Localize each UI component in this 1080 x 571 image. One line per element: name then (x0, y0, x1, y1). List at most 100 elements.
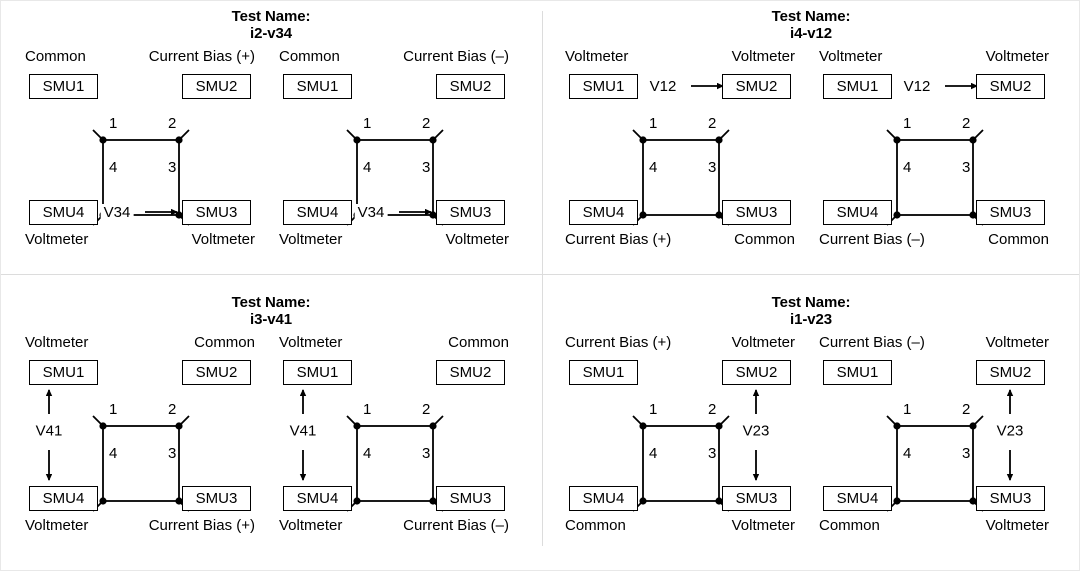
node-number-3: 3 (708, 159, 717, 176)
panel-title-line2: i3-v41 (250, 311, 292, 328)
smu-box-2[interactable]: SMU2 (976, 74, 1045, 99)
node-number-2: 2 (422, 401, 431, 418)
smu-box-2[interactable]: SMU2 (436, 74, 505, 99)
measurement-label: V34 (100, 204, 134, 221)
contact-dot-3 (715, 497, 723, 505)
contact-dot-2 (715, 422, 723, 430)
contact-dot-3 (429, 497, 437, 505)
smu-box-4[interactable]: SMU4 (29, 486, 98, 511)
measurement-label: V12 (646, 78, 680, 95)
smu-box-1[interactable]: SMU1 (569, 74, 638, 99)
smu-box-1[interactable]: SMU1 (283, 74, 352, 99)
caption-top-left: Common (25, 48, 86, 65)
smu-box-4[interactable]: SMU4 (283, 486, 352, 511)
smu-box-4[interactable]: SMU4 (823, 486, 892, 511)
contact-dot-3 (715, 211, 723, 219)
smu-box-3[interactable]: SMU3 (436, 486, 505, 511)
caption-top-right: Voltmeter (731, 48, 795, 65)
contact-dot-1 (893, 422, 901, 430)
contact-dot-4 (639, 211, 647, 219)
contact-dot-1 (893, 136, 901, 144)
smu-box-3[interactable]: SMU3 (722, 200, 791, 225)
caption-top-left: Current Bias (–) (819, 334, 925, 351)
contact-dot-2 (175, 422, 183, 430)
contact-dot-1 (99, 422, 107, 430)
caption-bottom-right: Common (988, 231, 1049, 248)
smu-box-2[interactable]: SMU2 (722, 360, 791, 385)
caption-top-right: Voltmeter (985, 334, 1049, 351)
contact-dot-4 (99, 497, 107, 505)
caption-bottom-left: Common (565, 517, 626, 534)
smu-box-4[interactable]: SMU4 (569, 486, 638, 511)
contact-dot-3 (175, 497, 183, 505)
contact-dot-4 (353, 497, 361, 505)
caption-top-left: Voltmeter (565, 48, 629, 65)
panel-title-line2: i4-v12 (790, 25, 832, 42)
smu-box-2[interactable]: SMU2 (436, 360, 505, 385)
node-number-2: 2 (168, 401, 177, 418)
smu-box-2[interactable]: SMU2 (976, 360, 1045, 385)
node-number-4: 4 (109, 159, 118, 176)
caption-bottom-left: Current Bias (–) (819, 231, 925, 248)
smu-box-2[interactable]: SMU2 (182, 360, 251, 385)
panel-divider-vertical (542, 11, 543, 546)
node-number-4: 4 (363, 445, 372, 462)
panel-title-line1: Test Name: (771, 294, 851, 311)
caption-top-right: Voltmeter (985, 48, 1049, 65)
smu-box-4[interactable]: SMU4 (283, 200, 352, 225)
smu-box-3[interactable]: SMU3 (182, 486, 251, 511)
caption-top-left: Common (279, 48, 340, 65)
smu-box-4[interactable]: SMU4 (29, 200, 98, 225)
contact-dot-2 (969, 136, 977, 144)
smu-box-1[interactable]: SMU1 (823, 74, 892, 99)
smu-box-3[interactable]: SMU3 (722, 486, 791, 511)
contact-dot-2 (175, 136, 183, 144)
node-number-2: 2 (962, 401, 971, 418)
contact-dot-1 (639, 136, 647, 144)
node-number-1: 1 (649, 401, 658, 418)
node-number-3: 3 (168, 445, 177, 462)
panel-title-line2: i1-v23 (790, 311, 832, 328)
panel-title: Test Name:i4-v12 (541, 8, 1079, 42)
measurement-label: V41 (32, 422, 66, 440)
smu-box-3[interactable]: SMU3 (976, 486, 1045, 511)
contact-dot-1 (353, 422, 361, 430)
measurement-arrow (45, 389, 53, 481)
caption-top-right: Common (194, 334, 255, 351)
node-number-3: 3 (422, 159, 431, 176)
measurement-label: V41 (286, 422, 320, 440)
node-number-2: 2 (708, 115, 717, 132)
smu-box-4[interactable]: SMU4 (569, 200, 638, 225)
caption-bottom-left: Common (819, 517, 880, 534)
contact-dot-1 (99, 136, 107, 144)
smu-box-3[interactable]: SMU3 (436, 200, 505, 225)
node-number-2: 2 (962, 115, 971, 132)
contact-dot-3 (969, 497, 977, 505)
caption-bottom-right: Voltmeter (985, 517, 1049, 534)
measurement-arrow (752, 389, 760, 481)
smu-box-1[interactable]: SMU1 (283, 360, 352, 385)
caption-top-right: Current Bias (+) (148, 48, 255, 65)
smu-box-3[interactable]: SMU3 (182, 200, 251, 225)
caption-top-left: Voltmeter (25, 334, 89, 351)
smu-box-2[interactable]: SMU2 (722, 74, 791, 99)
smu-box-2[interactable]: SMU2 (182, 74, 251, 99)
smu-box-1[interactable]: SMU1 (569, 360, 638, 385)
smu-box-4[interactable]: SMU4 (823, 200, 892, 225)
contact-dot-2 (429, 422, 437, 430)
contact-dot-2 (969, 422, 977, 430)
smu-box-1[interactable]: SMU1 (823, 360, 892, 385)
panel-title: Test Name:i3-v41 (1, 294, 541, 328)
panel-title-line2: i2-v34 (250, 25, 292, 42)
sample-wiring (886, 129, 984, 226)
caption-bottom-right: Current Bias (+) (148, 517, 255, 534)
smu-box-3[interactable]: SMU3 (976, 200, 1045, 225)
caption-bottom-left: Current Bias (+) (565, 231, 672, 248)
node-number-1: 1 (109, 401, 118, 418)
smu-box-1[interactable]: SMU1 (29, 74, 98, 99)
smu-box-1[interactable]: SMU1 (29, 360, 98, 385)
